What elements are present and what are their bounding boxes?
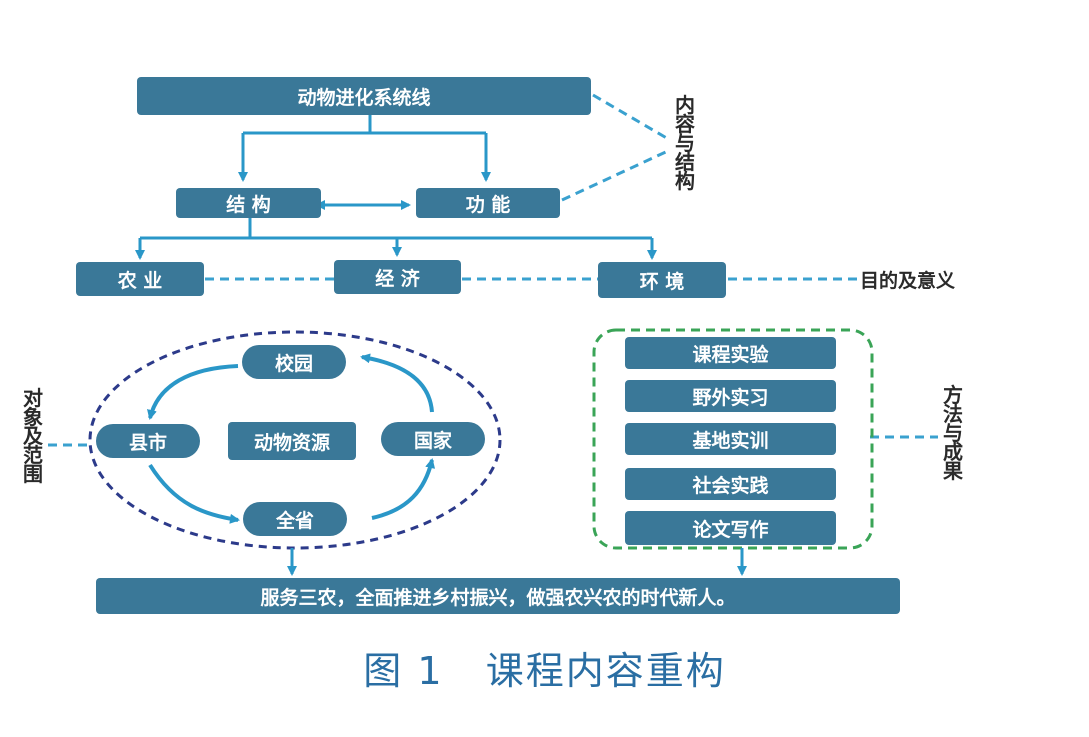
title-box: 动物进化系统线 [137,77,591,115]
object-scope-label: 对象及范围 [23,386,43,486]
structure-label: 结 构 [226,193,271,216]
method-label: 野外实习 [692,386,769,409]
cycle-arrows [147,353,436,524]
county-label: 县市 [128,431,167,454]
animal-resource-box: 动物资源 [228,422,356,460]
method-label: 论文写作 [692,518,769,541]
method-thesis-writing: 论文写作 [625,511,836,545]
title-branch-arrows [238,115,491,182]
province-label: 全省 [275,509,314,532]
method-base-training: 基地实训 [625,423,836,455]
animal-resource-label: 动物资源 [253,431,330,454]
purpose-meaning-label: 目的及意义 [860,270,956,292]
title-label: 动物进化系统线 [297,86,431,109]
environment-box: 环 境 [598,262,726,298]
method-label: 基地实训 [692,429,769,452]
economy-box: 经 济 [334,260,461,294]
environment-label: 环 境 [639,270,685,293]
function-box: 功 能 [416,188,560,218]
method-social-practice: 社会实践 [625,468,836,500]
method-field-practice: 野外实习 [625,380,836,412]
scope-ellipse [88,330,502,550]
campus-label: 校园 [274,352,313,375]
bottom-banner: 服务三农，全面推进乡村振兴，做强农兴农的时代新人。 [96,578,900,614]
county-box: 县市 [96,424,200,458]
content-structure-label: 内容与结构 [675,93,695,193]
method-label: 课程实验 [692,343,769,366]
bottom-banner-label: 服务三农，全面推进乡村振兴，做强农兴农的时代新人。 [260,586,736,609]
method-result-label: 方法与成果 [943,383,963,483]
province-box: 全省 [243,502,347,536]
agriculture-label: 农 业 [117,269,163,292]
structure-box: 结 构 [176,188,321,218]
dashed-links [48,93,938,447]
figure-caption: 图 1 课程内容重构 [363,649,726,693]
campus-box: 校园 [242,345,346,379]
method-group-border [592,328,874,550]
method-label: 社会实践 [692,474,769,497]
economy-label: 经 济 [375,267,420,290]
country-label: 国家 [413,429,452,452]
function-label: 功 能 [465,193,511,216]
method-course-experiment: 课程实验 [625,337,836,369]
country-box: 国家 [381,422,485,456]
structure-branch-arrows [135,218,657,260]
agriculture-box: 农 业 [76,262,204,296]
